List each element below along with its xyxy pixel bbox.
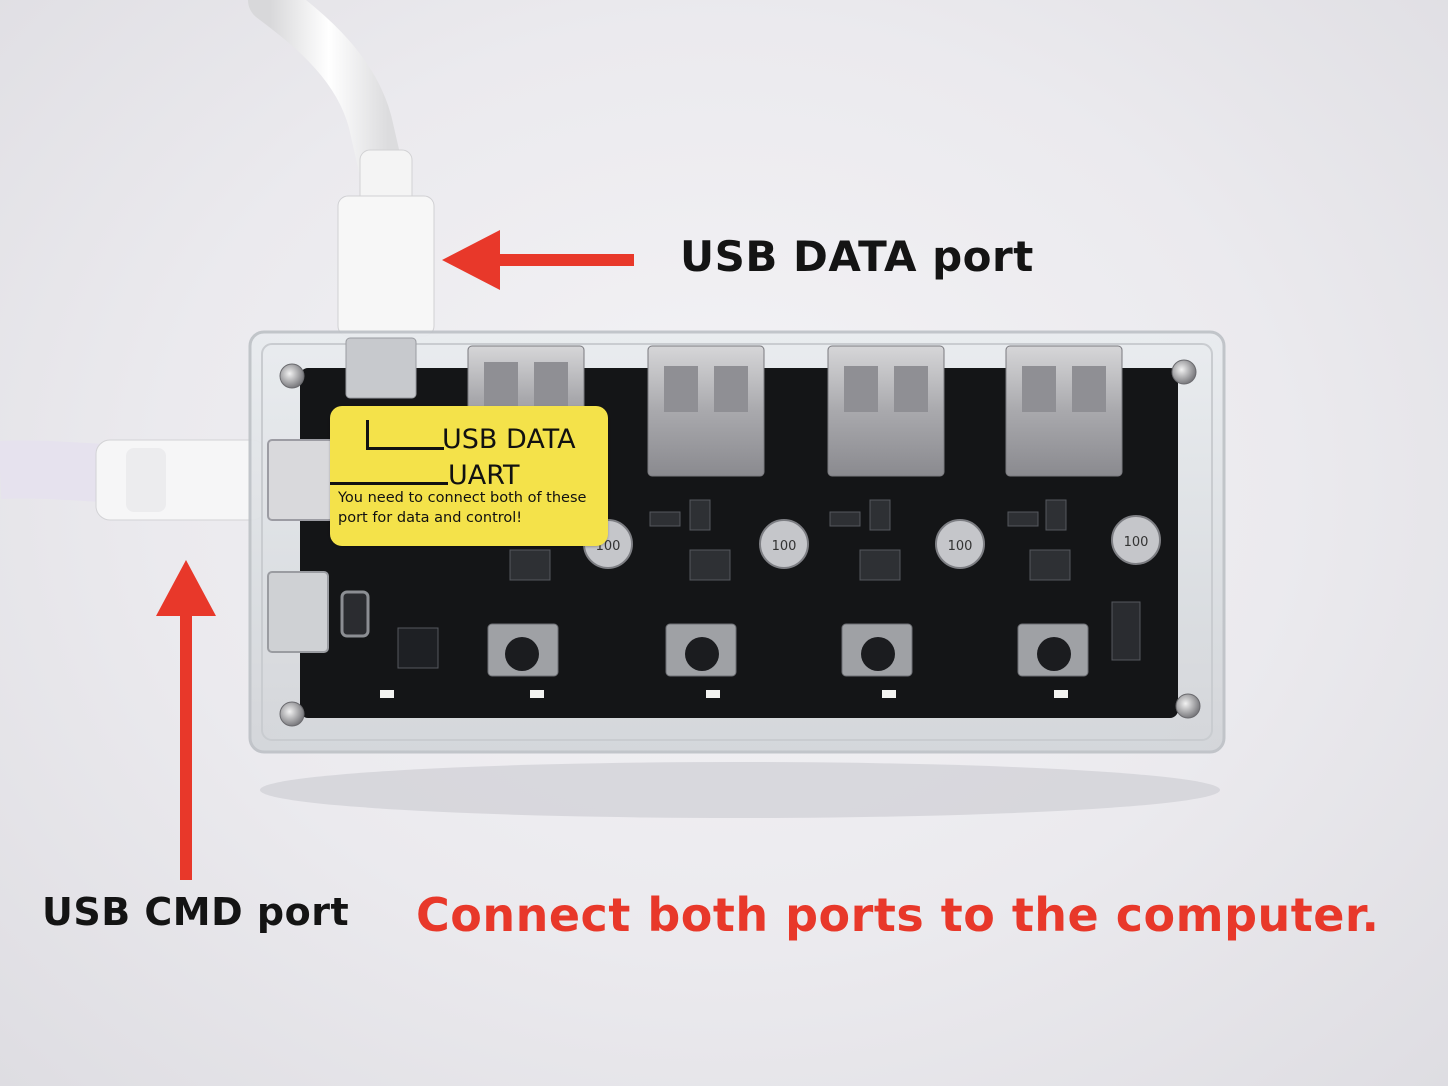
port-sticker: USB DATA UART You need to connect both o… [330,406,608,546]
sticker-note: You need to connect both of these port f… [338,490,587,526]
arrow-to-cmd-port [156,560,216,880]
button-2 [665,623,737,677]
svg-text:100: 100 [1124,535,1149,550]
sticker-line-uart [330,482,448,485]
sticker-line-vertical [366,420,369,450]
button-4 [1017,623,1089,677]
sticker-line-data [366,447,444,450]
usb-a-port-2 [647,345,765,477]
usb-data-port-label: USB DATA port [680,232,1034,281]
usb-c-port [267,571,329,653]
capacitor-4: 100 [1111,515,1161,565]
arrow-to-data-port [442,230,634,290]
capacitor-3: 100 [935,519,985,569]
svg-text:100: 100 [948,539,973,554]
uart-port [267,439,339,521]
top-cable [248,0,410,222]
button-1 [487,623,559,677]
usb-a-port-3 [827,345,945,477]
top-cable-plug [337,195,435,337]
capacitor-2: 100 [759,519,809,569]
instruction-text: Connect both ports to the computer. [416,888,1380,942]
sticker-uart-label: UART [448,460,520,491]
screw-top-right [1171,359,1197,385]
screw-bottom-right [1175,693,1201,719]
usb-cmd-port-label: USB CMD port [42,890,350,934]
usb-data-port [345,337,417,399]
screw-bottom-left [279,701,305,727]
button-3 [841,623,913,677]
usb-a-port-4 [1005,345,1123,477]
screw-top-left [279,363,305,389]
left-cable-plug [95,439,267,521]
sticker-usb-data-label: USB DATA [442,424,576,455]
svg-text:100: 100 [772,539,797,554]
